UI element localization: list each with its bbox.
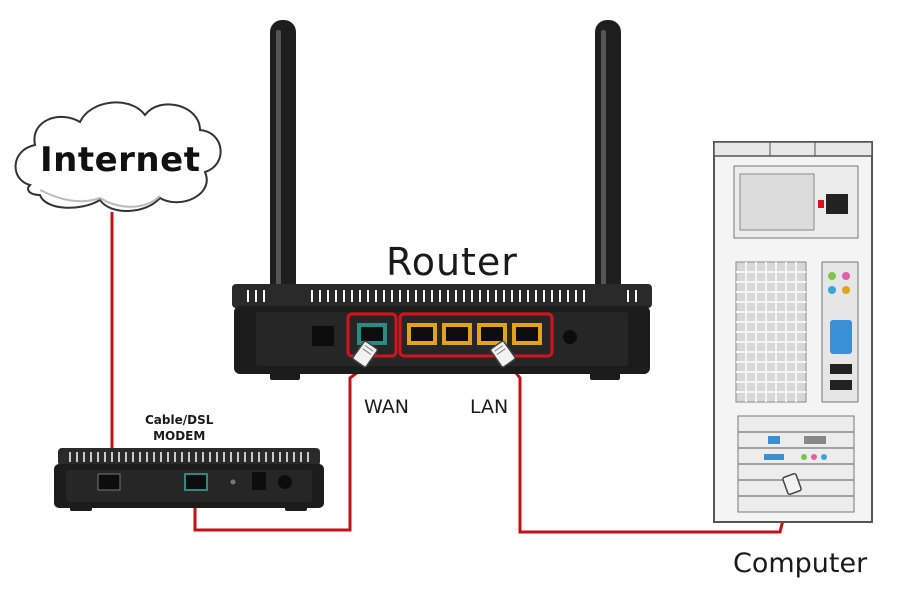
router-lan-ports — [398, 312, 554, 358]
router-antenna-right — [595, 20, 621, 320]
computer-tower-icon — [713, 141, 873, 523]
modem-to-router-cable — [193, 370, 359, 532]
modem-label: Cable/DSL MODEM — [145, 412, 213, 444]
modem-label-line1: Cable/DSL — [145, 413, 214, 427]
ethernet-plug-icon — [352, 340, 516, 368]
modem-label-line2: MODEM — [153, 429, 206, 443]
wan-label: WAN — [364, 396, 409, 418]
lan-label: LAN — [470, 396, 509, 418]
modem-icon — [54, 448, 324, 511]
router-label: Router — [386, 240, 518, 284]
router-antenna-left — [270, 20, 296, 320]
cloud-icon — [14, 101, 222, 212]
computer-label: Computer — [733, 548, 868, 579]
internet-label: Internet — [40, 140, 201, 180]
